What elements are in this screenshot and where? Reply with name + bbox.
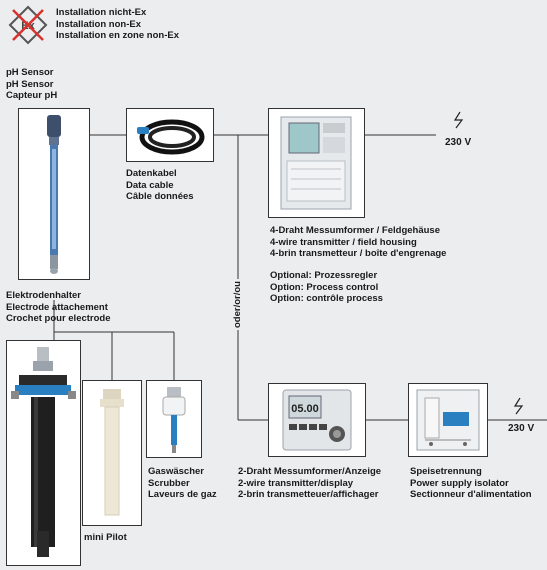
isolator-box (408, 383, 488, 457)
electrode-holder-icon (11, 347, 76, 557)
field-housing-icon (280, 116, 352, 210)
transmitter-4wire-box (268, 108, 365, 218)
installation-label: Installation nicht-Ex Installation non-E… (56, 7, 179, 41)
electrode-holder-box (6, 340, 81, 566)
voltage-bottom: 230 V (508, 423, 535, 434)
alternative-label: oder/or/ou (232, 279, 243, 330)
non-ex-icon: Ex (8, 5, 48, 50)
scrubber-label: Gaswäscher Scrubber Laveurs de gaz (148, 466, 217, 500)
ph-sensor-box (18, 108, 90, 280)
mini-pilot-icon (100, 389, 124, 516)
isolator-label: Speisetrennung Power supply isolator Sec… (410, 466, 532, 500)
power-isolator-icon (416, 389, 480, 451)
optional-control-label: Optional: Prozessregler Option: Process … (270, 270, 383, 304)
mini-pilot-box (82, 380, 142, 526)
transmitter-2wire-label: 2-Draht Messumformer/Anzeige 2-wire tran… (238, 466, 382, 500)
display-value: 05.00 (291, 403, 319, 415)
mini-pilot-label: mini Pilot (84, 532, 127, 543)
cable-label: Datenkabel Data cable Câble données (126, 168, 194, 202)
ph-sensor-icon (47, 115, 61, 274)
holder-label: Elektrodenhalter Electrode attachement C… (6, 290, 111, 324)
transmitter-2wire-box: 05.00 (268, 383, 366, 457)
sensor-label: pH Sensor pH Sensor Capteur pH (6, 67, 58, 101)
transmitter-display-icon: 05.00 (282, 389, 352, 451)
data-cable-box (126, 108, 214, 162)
voltage-top: 230 V (445, 137, 472, 148)
scrubber-box (146, 380, 202, 458)
lightning-icon (453, 111, 524, 415)
transmitter-4wire-label: 4-Draht Messumformer / Feldgehäuse 4-wir… (270, 225, 447, 259)
cable-icon (137, 119, 205, 155)
scrubber-icon (162, 387, 186, 453)
